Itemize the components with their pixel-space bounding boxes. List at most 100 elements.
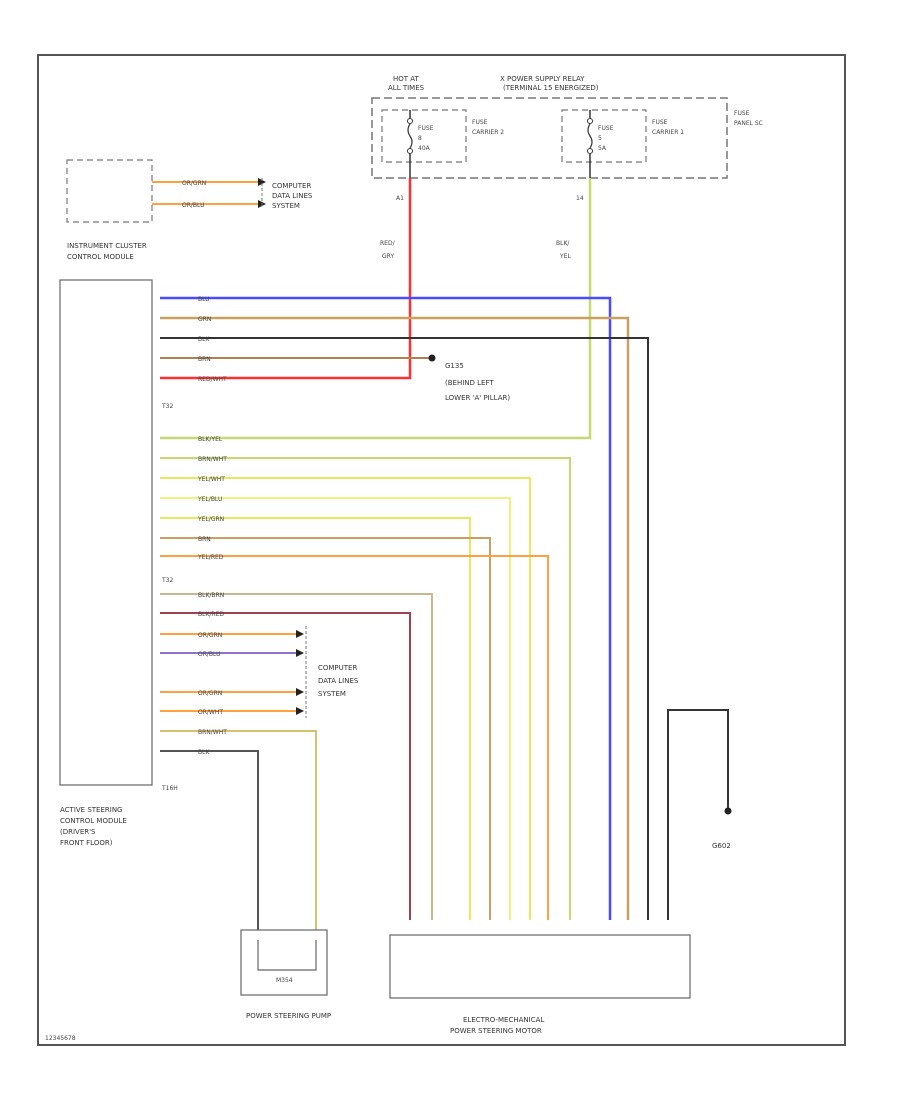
hot-at-all-times-line2: ALL TIMES [388,84,425,92]
wire-grn [160,316,630,920]
fuse-a-icon [407,110,413,178]
wire-yel-red [160,555,549,920]
fuse-b-icon [587,110,593,178]
pin-label-or-grn-1: OR/GRN [198,632,222,639]
pin-label-blk-pump: BLK [198,749,210,756]
pin-label-blk-red: BLK/RED [198,611,224,618]
pin-label-brn-mid: BRN [198,536,211,543]
pin-label-blk-yel: BLK/YEL [198,436,223,443]
pin-label-blu: BLU [198,296,210,303]
wire-brn-wht [160,457,571,920]
fuse-carrier-2-line1: FUSE [472,119,488,126]
red-wire-color-line1: RED/ [380,240,396,247]
wire-blk [160,337,649,920]
pump-box [240,929,328,996]
ic-wire-label-1: OR/GRN [182,180,206,187]
connector-t16h: T16H [161,785,178,792]
blk-wire-color-line1: BLK/ [556,240,570,247]
pin-label-brn-wht: BRN/WHT [198,456,227,463]
wire-brn-mid [160,537,491,920]
pin-label-or-wht: OR/WHT [198,709,223,716]
pin-label-brn-wht-pump: BRN/WHT [198,729,227,736]
active-module-line2: CONTROL MODULE [60,817,127,825]
wire-yel-wht [160,477,531,920]
active-module-line3: (DRIVER'S [60,828,96,836]
ground-note-line3: LOWER 'A' PILLAR) [445,394,510,402]
pin-label-or-blu: OR/BLU [198,651,220,658]
computer-data-top-line2: DATA LINES [272,192,313,200]
arrow-icon [296,649,304,657]
active-steering-module-box [59,279,153,786]
ground-note-line1: G135 [445,362,464,370]
wire-blk-pump [160,750,259,930]
fuse-a-amp: 40A [418,145,431,152]
pin-label-yel-red: YEL/RED [197,554,224,561]
fuse-panel-outline [371,97,728,179]
arrow-icon [296,688,304,696]
fuse-a-number: 8 [418,135,422,142]
fuse-carrier-1-line1: FUSE [652,119,668,126]
pin-label-red-wht: RED/WHT [198,376,227,383]
pin-a-number: A1 [396,195,404,202]
fuse-panel-sc-line2: PANEL SC [734,120,763,127]
computer-data-top-line3: SYSTEM [272,202,300,210]
pin-label-blk-brn: BLK/BRN [198,592,224,599]
ground-right-label: G602 [712,842,731,850]
pin-label-or-grn-2: OR/GRN [198,690,222,697]
computer-data-mid-line1: COMPUTER [318,664,357,672]
wire-yel-blu [160,497,511,920]
blk-wire-color-line2: YEL [559,253,571,260]
pin-label-brn: BRN [198,356,211,363]
footer-code: 12345678 [45,1035,76,1042]
pin-label-yel-grn: YEL/GRN [197,516,224,523]
motor-label-line2: POWER STEERING MOTOR [450,1027,542,1035]
fuse-carrier-1-line2: CARRIER 1 [652,129,684,136]
computer-data-mid-line2: DATA LINES [318,677,359,685]
diagram-border [37,54,846,1046]
instrument-cluster-label-line2: CONTROL MODULE [67,253,134,261]
pump-label: POWER STEERING PUMP [246,1012,331,1020]
motor-box [389,934,691,999]
arrow-icon [296,707,304,715]
wire-blk-brn [160,593,433,920]
fuse-carrier-2-line2: CARRIER 2 [472,129,504,136]
computer-data-top-line1: COMPUTER [272,182,311,190]
arrow-icon [258,178,266,186]
wire-blk-red [160,612,411,920]
wire-blk-yel [160,178,592,440]
instrument-cluster-box [66,159,153,223]
wire-red-gry [160,178,412,380]
fuse-a-label: FUSE [418,125,434,132]
red-wire-color-line2: GRY [382,253,394,260]
connector-t32-a: T32 [161,403,173,410]
ground-icon [724,807,732,815]
wire-ground-right [667,709,729,920]
instrument-cluster-label-line1: INSTRUMENT CLUSTER [67,242,147,250]
pin-b-number: 14 [576,195,584,202]
connector-t32-b: T32 [161,577,173,584]
ic-wire-label-2: OR/BLU [182,202,204,209]
fuse-b-amp: 5A [598,145,607,152]
ground-splice-icon [428,354,436,362]
pump-code: M354 [276,977,293,984]
wire-brn-wht-pump [160,730,317,930]
pin-label-grn: GRN [198,316,211,323]
computer-data-mid-line3: SYSTEM [318,690,346,698]
active-module-line1: ACTIVE STEERING [60,806,122,814]
pump-coil-icon [257,940,317,971]
relay-header-line1: X POWER SUPPLY RELAY [500,75,585,83]
fuse-carrier-2-box [381,109,467,163]
ground-note-line2: (BEHIND LEFT [445,379,494,387]
hot-at-all-times-line1: HOT AT [393,75,420,83]
fuse-panel-sc-line1: FUSE [734,110,750,117]
pin-label-yel-wht: YEL/WHT [197,476,225,483]
motor-label-line1: ELECTRO-MECHANICAL [463,1016,544,1024]
arrow-icon [296,630,304,638]
wire-yel-grn [160,517,471,920]
pin-label-yel-blu: YEL/BLU [197,496,222,503]
relay-header-line2: (TERMINAL 15 ENERGIZED) [503,84,599,92]
pin-label-blk: BLK [198,336,210,343]
wire-blu [160,296,612,920]
fuse-carrier-1-box [561,109,647,163]
